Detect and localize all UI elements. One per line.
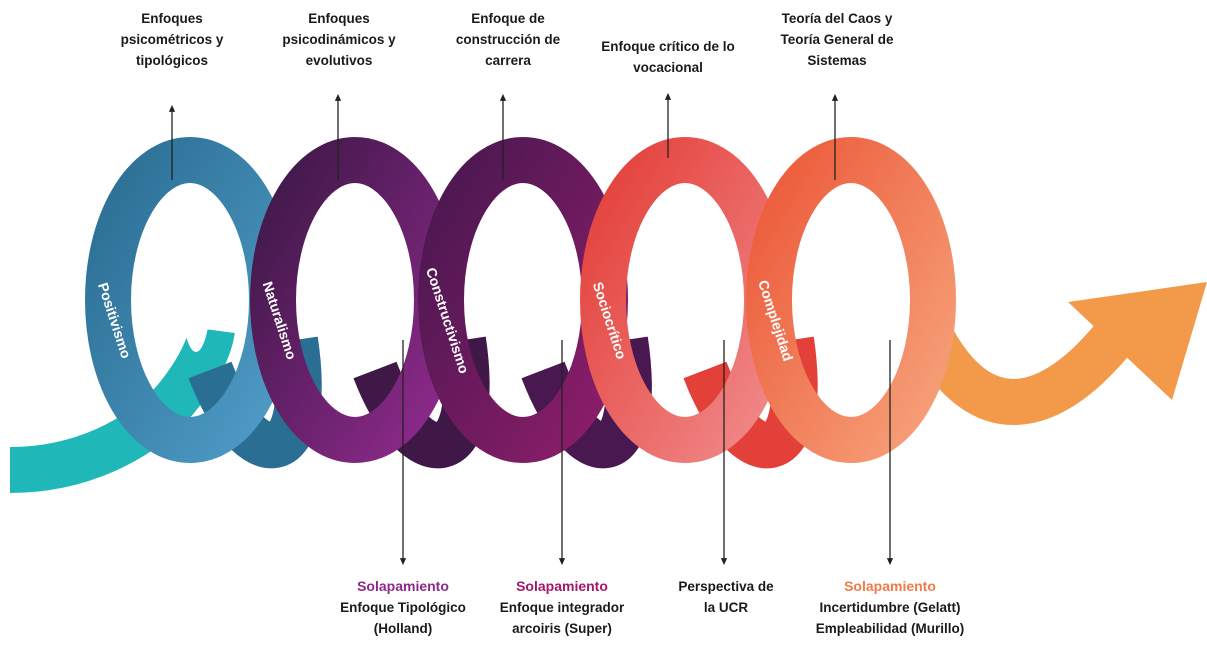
top-label-line: vocacional	[633, 60, 703, 75]
overlap-title: Solapamiento	[516, 578, 608, 594]
bottom-label-gelatt: Solapamiento Incertidumbre (Gelatt) Empl…	[800, 576, 980, 639]
top-label-critico: Enfoque crítico de lo vocacional	[583, 36, 753, 78]
bottom-label-line: Enfoque Tipológico	[340, 600, 466, 615]
bottom-label-super: Solapamiento Enfoque integrador arcoiris…	[472, 576, 652, 639]
top-label-line: psicométricos y	[120, 32, 224, 47]
top-label-line: psicodinámicos y	[282, 32, 396, 47]
connector-lines	[168, 92, 894, 566]
bottom-label-ucr: Perspectiva de la UCR	[636, 576, 816, 618]
top-label-line: construcción de	[455, 32, 561, 47]
bottom-label-line: Incertidumbre (Gelatt)	[819, 600, 961, 615]
top-label-line: Enfoque crítico de lo	[601, 39, 735, 54]
top-label-line: tipológicos	[136, 53, 208, 68]
bottom-label-line: la UCR	[703, 600, 749, 615]
top-label-construccion: Enfoque de construcción de carrera	[423, 8, 593, 71]
arrow-head	[1068, 282, 1207, 400]
bottom-label-line: (Holland)	[373, 621, 433, 636]
bottom-label-holland: Solapamiento Enfoque Tipológico (Holland…	[313, 576, 493, 639]
loop-hole	[675, 208, 707, 352]
top-label-psicodinamicos: Enfoques psicodinámicos y evolutivos	[254, 8, 424, 71]
bottom-label-line: Empleabilidad (Murillo)	[815, 621, 965, 636]
bottom-label-line: Enfoque integrador	[499, 600, 625, 615]
top-label-line: Teoría General de	[780, 32, 894, 47]
top-label-line: Enfoques	[308, 11, 370, 26]
spiral-exit-body	[909, 315, 1139, 425]
overlap-title: Solapamiento	[844, 578, 936, 594]
loop-hole	[513, 208, 545, 352]
spiral-arrow	[9, 137, 1207, 493]
top-label-caos: Teoría del Caos y Teoría General de Sist…	[752, 8, 922, 71]
top-label-line: Teoría del Caos y	[781, 11, 893, 26]
top-label-line: Enfoque de	[471, 11, 545, 26]
top-label-line: carrera	[485, 53, 531, 68]
top-label-line: Enfoques	[141, 11, 203, 26]
loop-hole	[345, 208, 377, 352]
top-label-line: evolutivos	[305, 53, 373, 68]
loop-hole	[841, 208, 873, 352]
bottom-label-line: Perspectiva de	[678, 579, 774, 594]
top-label-psicometricos: Enfoques psicométricos y tipológicos	[87, 8, 257, 71]
loop-hole	[180, 208, 212, 352]
top-label-line: Sistemas	[807, 53, 867, 68]
bottom-label-line: arcoiris (Super)	[512, 621, 612, 636]
spiral-loop	[746, 137, 956, 463]
overlap-title: Solapamiento	[357, 578, 449, 594]
